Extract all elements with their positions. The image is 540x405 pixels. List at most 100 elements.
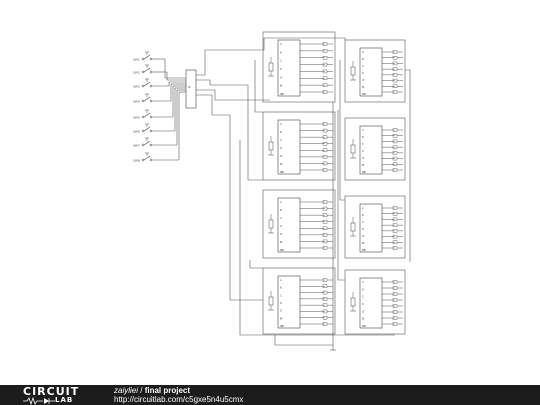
chip-pin-label: LT	[362, 79, 365, 82]
switch-terminal	[141, 84, 145, 88]
decoder-chip	[359, 47, 383, 97]
chip-pin-label: A	[280, 43, 282, 46]
switch-3: SW3	[133, 78, 186, 89]
chip-pin-label: D	[362, 150, 364, 153]
switch-label: SW4	[133, 100, 140, 104]
switch-7: SW7	[133, 89, 186, 148]
chip-pin-label: RBI	[362, 325, 366, 328]
chip-pin-label: LT	[280, 155, 283, 158]
bus-wire	[249, 260, 263, 269]
encoder-output-wire	[196, 79, 249, 170]
chip-pin-label: A	[362, 51, 364, 54]
switch-terminal	[149, 129, 153, 133]
switch-blade	[143, 81, 151, 87]
switch-terminal	[149, 115, 153, 119]
chip-pin-label: BI	[362, 86, 365, 89]
switch-2: SW2	[133, 64, 186, 81]
block-frame	[262, 189, 336, 259]
decoder-chip	[277, 197, 301, 253]
logo-waveform-icon	[23, 397, 55, 405]
switch-terminal	[149, 84, 153, 88]
switch-terminal	[141, 143, 145, 147]
block-frame	[344, 269, 406, 335]
chip-pin-label: BI	[362, 242, 365, 245]
decoder-chip	[359, 277, 383, 329]
bus-wire	[264, 37, 346, 40]
chip-pin-label: BI	[280, 85, 283, 88]
chip-pin-label: D	[280, 68, 282, 71]
decoder-chip	[359, 125, 383, 175]
chip-pin-label: B	[362, 288, 364, 291]
bus-wire	[254, 60, 263, 113]
wire-layer	[196, 37, 411, 351]
bus-wire	[274, 335, 333, 346]
switch-terminal	[141, 129, 145, 133]
chip-pin-label: D	[280, 147, 282, 150]
author-link[interactable]: zaiyliei	[114, 386, 139, 395]
encoder-label: IC	[188, 85, 191, 89]
chip-pin-label: C	[280, 60, 282, 63]
chip-pin-label: B	[362, 214, 364, 217]
block-frame	[344, 39, 406, 103]
credit-separator: /	[138, 386, 145, 395]
chip-pin-label: C	[280, 217, 282, 220]
chip-pin-label: BI	[280, 163, 283, 166]
switch-terminal	[141, 57, 145, 61]
bus-wire	[339, 60, 345, 201]
chip-pin-label: RBI	[362, 93, 366, 96]
switch-blade	[143, 54, 151, 60]
switch-blade	[143, 126, 151, 132]
resistor	[268, 62, 274, 72]
chip-pin-label: C	[362, 65, 364, 68]
chip-pin-label: BI	[280, 317, 283, 320]
chip-pin-label: D	[362, 303, 364, 306]
chip-pin-label: RBI	[280, 171, 284, 174]
bus-wire	[247, 170, 263, 181]
chip-pin-label: A	[362, 207, 364, 210]
switch-terminal	[149, 143, 153, 147]
chip-pin-label: RBI	[362, 249, 366, 252]
bus-wire	[239, 140, 395, 336]
chip-pin-label: D	[280, 225, 282, 228]
switch-terminal	[149, 158, 153, 162]
switch-terminal	[149, 99, 153, 103]
chip-pin-label: D	[280, 302, 282, 305]
chip-pin-label: LT	[362, 235, 365, 238]
decoder-chip	[359, 203, 383, 253]
logo-wordmark-circuit: CIRCUIT	[23, 385, 80, 398]
circuitlab-logo[interactable]: CIRCUIT LAB	[23, 385, 103, 405]
switch-blade	[143, 155, 151, 161]
chip-pin-label: B	[280, 287, 282, 290]
block-frame	[344, 117, 406, 181]
switch-label: SW1	[133, 58, 140, 62]
chip-pin-label: B	[280, 51, 282, 54]
chip-pin-label: A	[362, 281, 364, 284]
block-frame	[344, 195, 406, 259]
resistor	[350, 297, 356, 307]
switch-blade	[143, 96, 151, 102]
switch-terminal	[141, 70, 145, 74]
chip-pin-label: A	[362, 129, 364, 132]
switch-1: SW1	[133, 51, 186, 79]
resistor	[268, 296, 274, 306]
chip-pin-label: RBI	[280, 325, 284, 328]
block-frame	[262, 267, 336, 335]
switch-6: SW6	[133, 87, 186, 134]
chip-pin-label: RBI	[280, 93, 284, 96]
chip-pin-label: C	[362, 143, 364, 146]
project-credit: zaiyliei / final project	[114, 386, 190, 395]
project-url[interactable]: http://circuitlab.com/c5gxe5n4u5cmx	[114, 395, 244, 404]
footer-bar: CIRCUIT LAB zaiyliei / final project htt…	[0, 385, 540, 405]
resistor	[350, 66, 356, 76]
chip-pin-label: B	[362, 58, 364, 61]
decoder-chip	[277, 39, 301, 97]
chip-pin-label: B	[362, 136, 364, 139]
chip-pin-label: B	[280, 131, 282, 134]
resistor	[350, 222, 356, 232]
